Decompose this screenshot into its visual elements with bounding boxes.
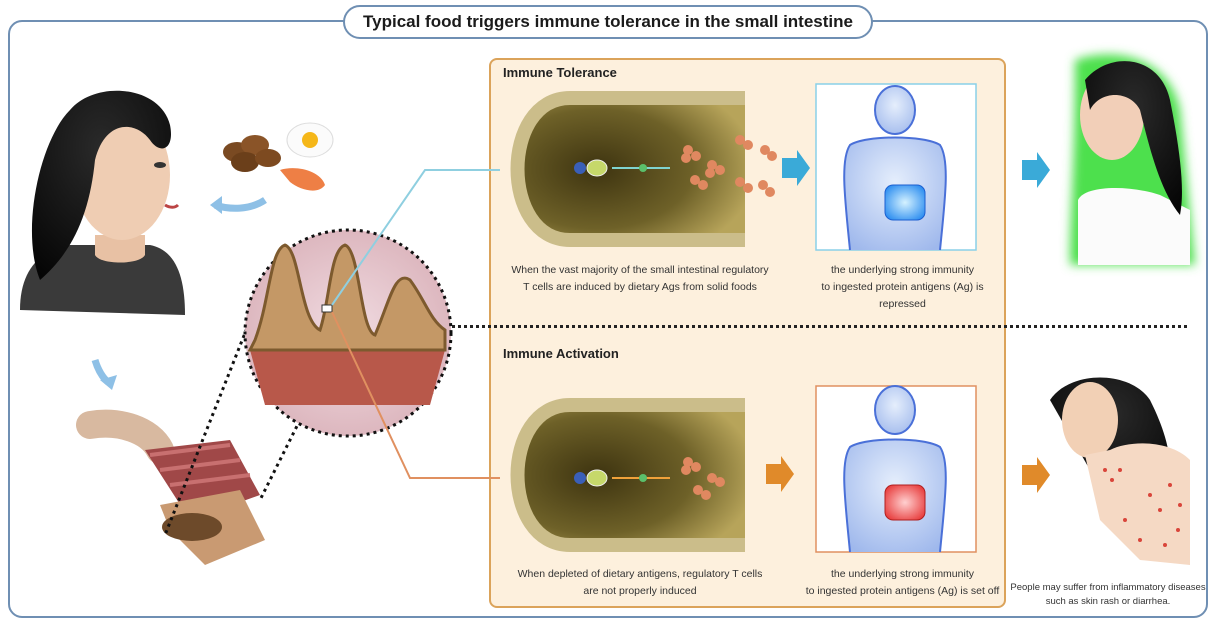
outcome-caption-line1: People may suffer from inflammatory dise…	[1008, 581, 1208, 595]
activation-caption-left-line2: are not properly induced	[496, 583, 784, 600]
tolerance-caption-left-line2: T cells are induced by dietary Ags from …	[496, 279, 784, 296]
tolerance-caption-right: the underlying strong immunity to ingest…	[800, 262, 1005, 313]
activation-caption-left-line1: When depleted of dietary antigens, regul…	[496, 566, 784, 583]
rash-woman-icon	[1050, 378, 1190, 566]
activation-caption-right: the underlying strong immunity to ingest…	[800, 566, 1005, 600]
activation-arrow-2	[1022, 457, 1050, 493]
tolerance-arrow-2	[1022, 152, 1050, 188]
tolerance-caption-left: When the vast majority of the small inte…	[496, 262, 784, 296]
eat-arrow	[215, 200, 265, 208]
outcome-caption: People may suffer from inflammatory dise…	[1008, 581, 1208, 609]
tolerance-caption-right-line2: to ingested protein antigens (Ag) is rep…	[800, 279, 1005, 313]
activation-caption-left: When depleted of dietary antigens, regul…	[496, 566, 784, 600]
food-group-icon	[223, 123, 333, 191]
woman-face-icon	[20, 91, 185, 315]
activation-caption-right-line1: the underlying strong immunity	[800, 566, 1005, 583]
tolerance-caption-right-line1: the underlying strong immunity	[800, 262, 1005, 279]
human-body-inflamed-icon	[816, 386, 976, 552]
activation-arrow-1	[766, 456, 794, 492]
human-body-icon	[816, 84, 976, 250]
outcome-caption-line2: such as skin rash or diarrhea.	[1008, 595, 1208, 609]
tolerance-caption-left-line1: When the vast majority of the small inte…	[496, 262, 784, 279]
tolerance-arrow-1	[782, 150, 810, 186]
villus-cross-section-activation-icon	[518, 405, 746, 545]
villus-cross-section-icon	[518, 98, 778, 240]
activation-caption-right-line2: to ingested protein antigens (Ag) is set…	[800, 583, 1005, 600]
intestine-tube-icon	[90, 424, 265, 565]
healthy-woman-icon	[1070, 54, 1195, 265]
